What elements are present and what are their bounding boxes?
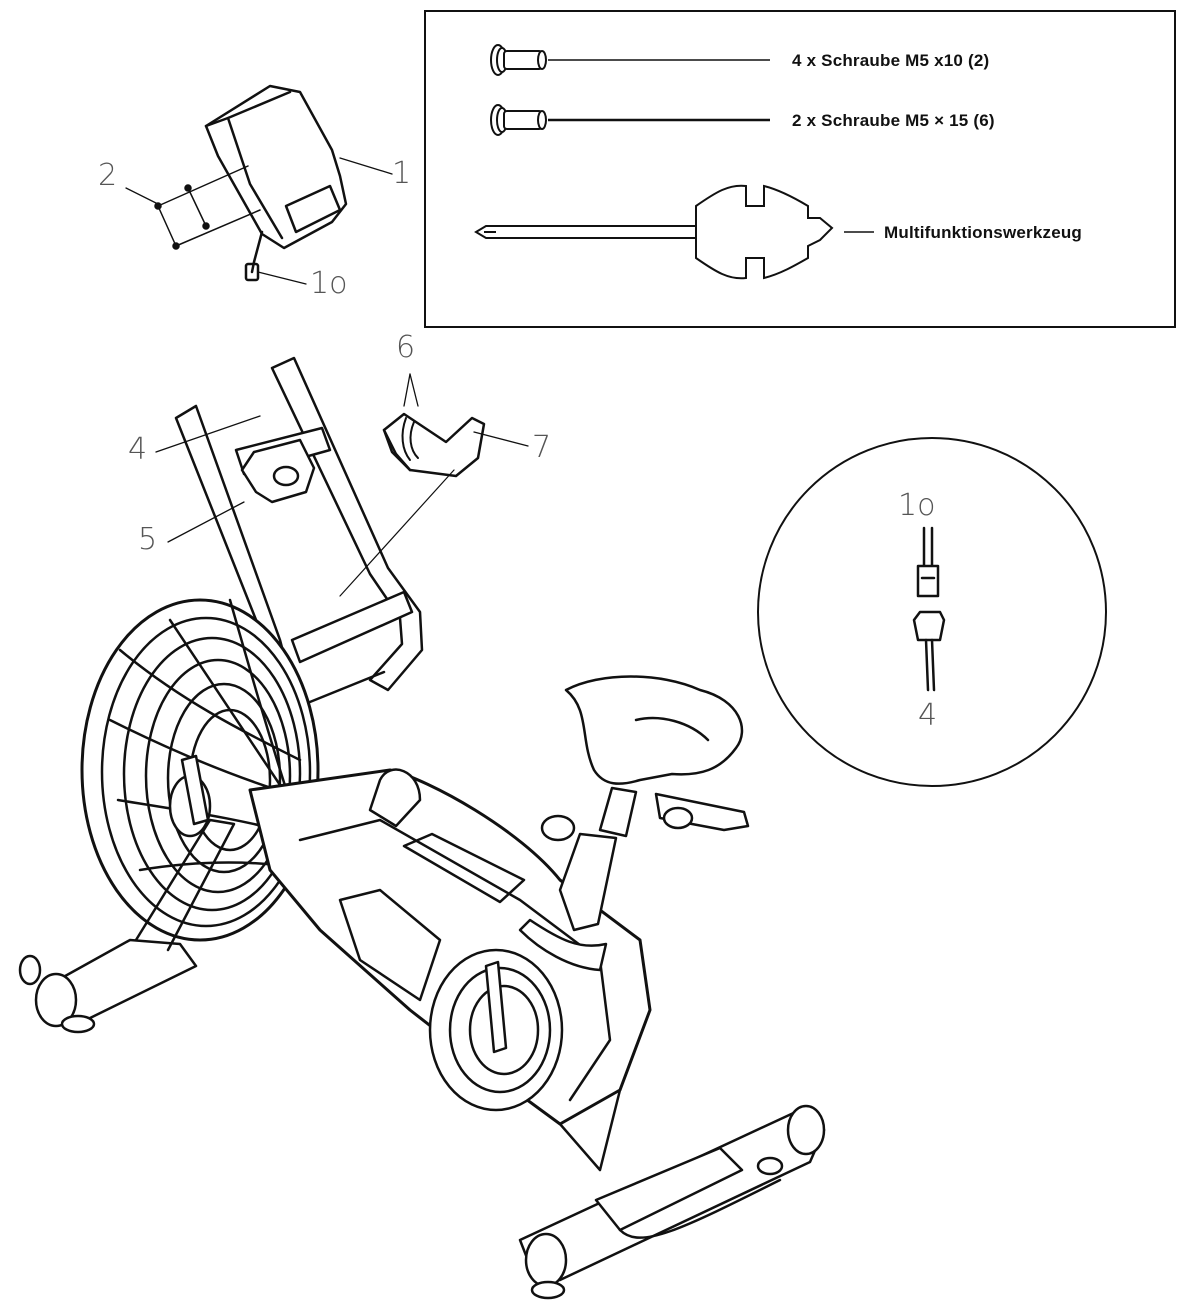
callout-2: 2 bbox=[98, 158, 118, 193]
front-stabiliser bbox=[18, 818, 236, 1034]
hardware-drawings bbox=[474, 44, 874, 280]
connector-detail bbox=[757, 437, 1107, 787]
callout-1: 1 bbox=[392, 156, 412, 191]
detail-label-4: 4 bbox=[918, 698, 938, 733]
crank-disc bbox=[428, 948, 564, 1112]
fan-wheel bbox=[80, 598, 320, 942]
callout-5: 5 bbox=[138, 522, 158, 557]
console-drawing bbox=[204, 84, 348, 282]
screw-long-icon bbox=[490, 104, 770, 136]
callout-4: 4 bbox=[128, 432, 148, 467]
handlebar-frame bbox=[174, 356, 424, 782]
console-screws bbox=[154, 165, 261, 250]
hardware-label-screw-15: 2 x Schraube M5 × 15 (6) bbox=[792, 111, 995, 130]
hardware-box: 4 x Schraube M5 x10 (2) 2 x Schraube M5 … bbox=[424, 10, 1176, 328]
callout-7: 7 bbox=[532, 430, 552, 465]
rear-stabiliser bbox=[518, 1088, 826, 1300]
cover-drawing bbox=[339, 412, 486, 597]
callout-leaders bbox=[125, 157, 529, 543]
screw-short-icon bbox=[490, 44, 770, 76]
hardware-label-screw-10: 4 x Schraube M5 x10 (2) bbox=[792, 51, 990, 70]
seat-assembly bbox=[518, 675, 750, 972]
callout-6: 6 bbox=[396, 330, 416, 365]
multi-tool-icon bbox=[474, 184, 874, 280]
callout-1o: 1o bbox=[310, 266, 348, 301]
hardware-label-multitool: Multifunktionswerkzeug bbox=[884, 223, 1083, 242]
detail-label-1o: 1o bbox=[898, 488, 936, 523]
